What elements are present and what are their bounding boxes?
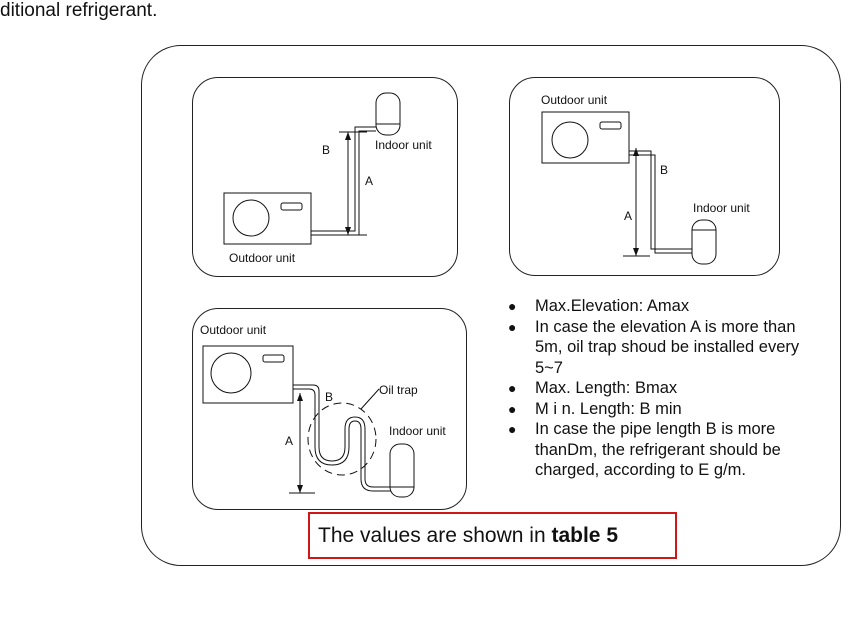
panel-outdoor-below: Indoor unit Outdoor unit A B [192, 77, 458, 277]
note-oil-trap: ● In case the elevation A is more than 5… [508, 317, 808, 379]
installation-notes: ● Max.Elevation: Amax ● In case the elev… [508, 296, 808, 481]
outdoor-unit-label: Outdoor unit [541, 93, 608, 107]
indoor-unit-label: Indoor unit [389, 424, 446, 438]
panel-outdoor-above: Outdoor unit Indoor unit A B [509, 77, 780, 276]
indoor-unit-label: Indoor unit [693, 201, 750, 215]
bullet-icon: ● [508, 298, 517, 314]
dimension-b-label: B [322, 143, 331, 157]
reference-prefix: The values are shown in [318, 524, 552, 547]
panel-outdoor-below-drawing [223, 92, 401, 245]
note-refrigerant-charge: ● In case the pipe length B is more than… [508, 419, 808, 481]
outdoor-unit-label: Outdoor unit [229, 251, 296, 265]
note-max-length: ● Max. Length: Bmax [508, 378, 808, 399]
note-max-elevation: ● Max.Elevation: Amax [508, 296, 808, 317]
indoor-unit-label: Indoor unit [375, 138, 432, 152]
bullet-icon: ● [508, 400, 517, 417]
oil-trap-label: Oil trap [379, 383, 418, 397]
intro-text: ditional refrigerant. [0, 0, 158, 21]
installation-diagram-frame [141, 45, 841, 566]
dimension-a-label: A [285, 434, 294, 448]
panel-oil-trap: Outdoor unit Oil trap Indoor unit A B [192, 308, 467, 510]
note-text: M i n. Length: B min [535, 399, 682, 418]
bullet-icon: ● [508, 380, 517, 396]
note-text: In case the elevation A is more than 5m,… [535, 317, 800, 377]
table-reference-box: The values are shown in table 5 [308, 512, 677, 559]
panel-oil-trap-drawing [202, 345, 415, 498]
bullet-icon: ● [508, 318, 517, 335]
note-min-length: ● M i n. Length: B min [508, 399, 808, 420]
outdoor-unit-label: Outdoor unit [200, 323, 267, 337]
dimension-a-label: A [624, 209, 633, 223]
dimension-b-label: B [325, 390, 334, 404]
dimension-a-label: A [365, 174, 374, 188]
note-text: Max.Elevation: Amax [535, 297, 690, 315]
reference-table-link: table 5 [551, 524, 618, 547]
note-text: In case the pipe length B is more thanDm… [535, 420, 781, 479]
dimension-b-label: B [660, 163, 669, 177]
note-text: Max. Length: Bmax [535, 379, 678, 397]
bullet-icon: ● [508, 421, 517, 437]
panel-outdoor-above-drawing [541, 111, 717, 265]
